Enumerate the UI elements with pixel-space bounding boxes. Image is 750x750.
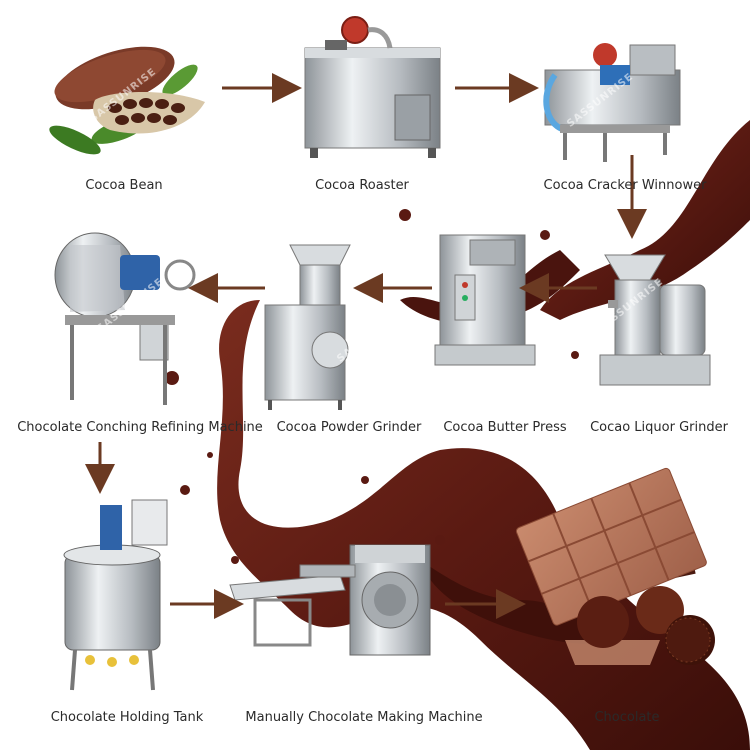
step-label-cracker-winnower: Cocoa Cracker Winnower — [544, 178, 707, 193]
step-label-cocoa-roaster: Cocoa Roaster — [315, 178, 409, 193]
cocoa-roaster-image — [305, 17, 440, 158]
step-label-cocoa-bean: Cocoa Bean — [85, 178, 162, 193]
step-label-conching-machine: Chocolate Conching Refining Machine — [17, 420, 263, 435]
step-label-chocolate: Chocolate — [594, 710, 659, 725]
step-label-holding-tank: Chocolate Holding Tank — [51, 710, 204, 725]
chocolate-splash — [165, 120, 750, 750]
cocoa-butter-press-image — [435, 235, 535, 365]
step-label-liquor-grinder: Cocao Liquor Grinder — [590, 420, 728, 435]
step-label-making-machine: Manually Chocolate Making Machine — [245, 710, 482, 725]
cocoa-powder-grinder-image — [265, 245, 350, 410]
step-label-powder-grinder: Cocoa Powder Grinder — [277, 420, 422, 435]
cocoa-cracker-winnower-image — [545, 43, 680, 162]
chocolate-holding-tank-image — [64, 500, 167, 690]
step-label-butter-press: Cocoa Butter Press — [443, 420, 566, 435]
